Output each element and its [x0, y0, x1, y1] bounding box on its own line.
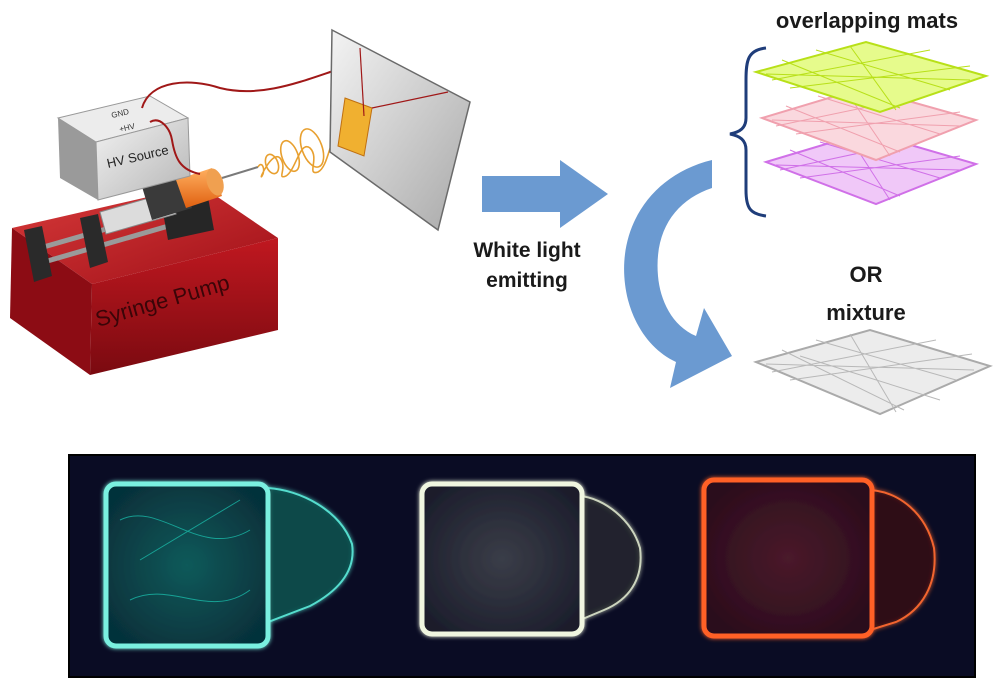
collector-plate — [329, 28, 471, 232]
wires — [141, 69, 337, 175]
white-light-line-2: emitting — [486, 269, 568, 292]
cyan-emitting-mat — [103, 481, 354, 649]
white-light-emitting-label: White light emitting — [452, 236, 602, 296]
right-arrow — [482, 160, 608, 228]
overlapping-mats — [752, 40, 990, 206]
gnd-label: GND — [110, 107, 130, 120]
mixture-label: mixture — [826, 300, 906, 325]
orange-emitting-mat — [701, 477, 936, 639]
white-light-line-1: White light — [473, 239, 581, 262]
white-emitting-mat — [419, 481, 642, 637]
syringe — [99, 166, 259, 235]
mat-top — [752, 40, 990, 114]
hv-label: +HV — [118, 121, 136, 133]
sample-photo — [68, 454, 976, 678]
electrospinning-setup: Syringe Pump GND +HV HV Source — [10, 28, 471, 375]
mat-middle — [758, 86, 980, 162]
curly-brace — [729, 46, 767, 218]
syringe-pump: Syringe Pump — [10, 185, 278, 375]
hv-source: GND +HV HV Source — [56, 95, 191, 201]
curved-arrow — [624, 160, 732, 388]
mixture-mat — [752, 328, 993, 416]
overlapping-mats-label: overlapping mats — [775, 8, 959, 33]
or-label: OR — [849, 262, 883, 287]
fiber-jet — [257, 128, 343, 178]
